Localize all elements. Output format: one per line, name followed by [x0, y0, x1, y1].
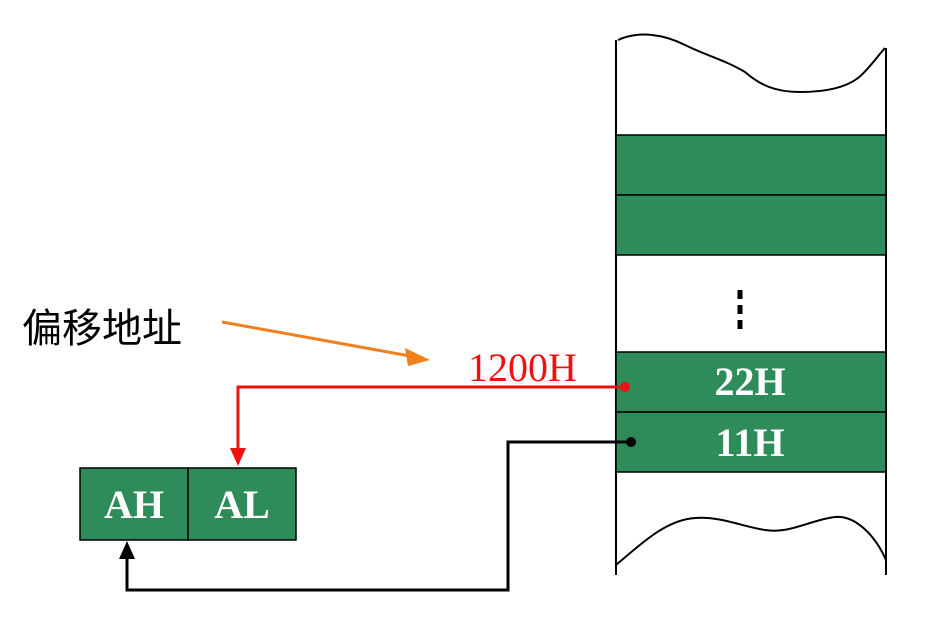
register-ah-label: AH [104, 482, 164, 527]
offset-address-caption: 偏移地址 [22, 306, 182, 352]
memory-cell-11h [615, 411, 887, 473]
red-data-path [236, 385, 625, 452]
memory-bottom-break [615, 515, 887, 566]
cell-label-11h: 11H [716, 420, 785, 465]
register-al [187, 467, 297, 541]
black-path-arrowhead [119, 541, 135, 559]
register-ah [79, 467, 189, 541]
offset-pointer-arrowhead [405, 348, 430, 366]
memory-cell-1 [615, 134, 887, 196]
register-al-label: AL [214, 482, 270, 527]
memory-top-break [617, 33, 886, 94]
offset-pointer-arrow [221, 320, 411, 358]
black-data-path [125, 440, 631, 592]
memory-cell-22h [615, 351, 887, 413]
address-value-label: 1200H [468, 345, 577, 390]
memory-cell-2 [615, 194, 887, 256]
red-path-arrowhead [230, 448, 246, 466]
cell-label-22h: 22H [714, 359, 785, 404]
